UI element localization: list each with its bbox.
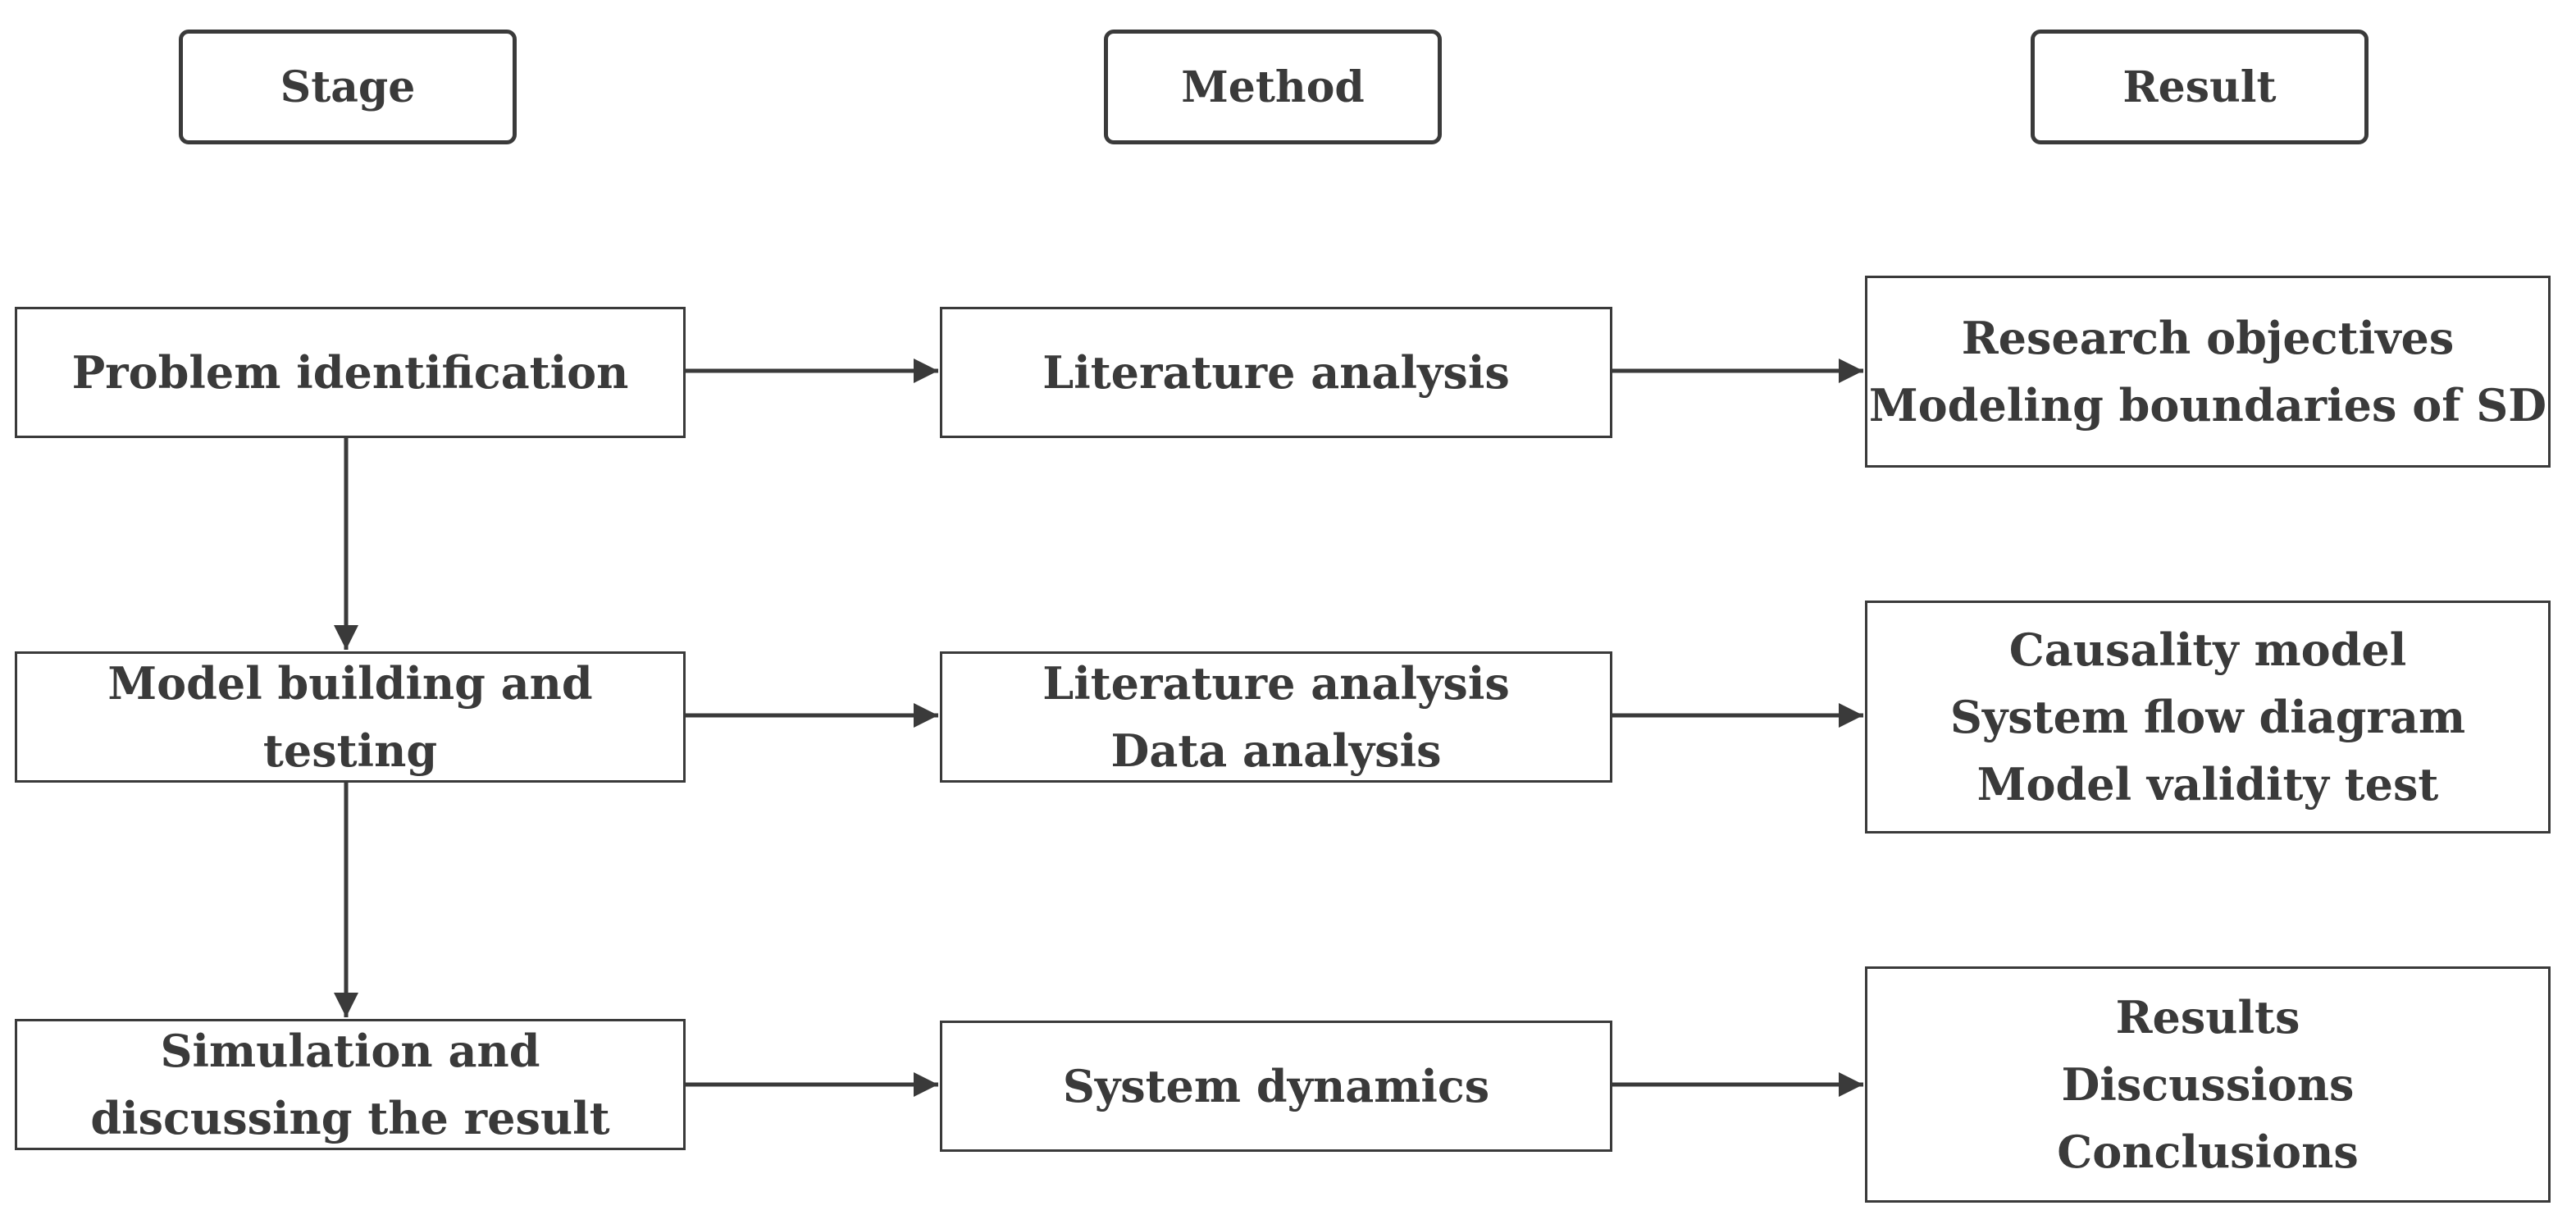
result-label-line: Modeling boundaries of SD [1868, 379, 2547, 432]
stage-box-model-building: Model building and testing [15, 651, 686, 783]
stage-box-problem-identification: Problem identification [15, 307, 686, 438]
result-label-line: Conclusions [2057, 1126, 2359, 1178]
method-label-line: Data analysis [1110, 724, 1442, 777]
method-label-line: Literature analysis [1042, 657, 1510, 710]
result-label-line: Model validity test [1976, 758, 2439, 811]
result-box-objectives-boundaries: Research objectives Modeling boundaries … [1865, 276, 2551, 468]
result-label-line: System flow diagram [1949, 691, 2466, 743]
stage-label-line: discussing the result [90, 1092, 610, 1144]
header-result: Result [2031, 30, 2369, 144]
result-label-line: Results [2115, 991, 2300, 1044]
stage-label-line: Model building and [107, 657, 593, 710]
result-label-line: Discussions [2061, 1058, 2355, 1111]
header-result-label: Result [2122, 62, 2277, 112]
result-label-line: Research objectives [1961, 312, 2455, 364]
header-stage: Stage [179, 30, 517, 144]
result-box-results-discussions-conclusions: Results Discussions Conclusions [1865, 966, 2551, 1203]
method-label-line: Literature analysis [1042, 346, 1510, 399]
stage-label-line: Problem identification [71, 346, 629, 399]
header-method: Method [1104, 30, 1442, 144]
header-method-label: Method [1181, 62, 1365, 112]
method-box-literature-analysis: Literature analysis [940, 307, 1612, 438]
stage-label-line: Simulation and [160, 1025, 540, 1077]
header-stage-label: Stage [280, 62, 416, 112]
method-label-line: System dynamics [1062, 1060, 1490, 1112]
method-box-literature-data-analysis: Literature analysis Data analysis [940, 651, 1612, 783]
stage-label-line: testing [262, 724, 438, 777]
result-label-line: Causality model [2008, 623, 2407, 676]
result-box-causality-flow-validity: Causality model System flow diagram Mode… [1865, 601, 2551, 834]
stage-box-simulation: Simulation and discussing the result [15, 1019, 686, 1150]
method-box-system-dynamics: System dynamics [940, 1021, 1612, 1152]
